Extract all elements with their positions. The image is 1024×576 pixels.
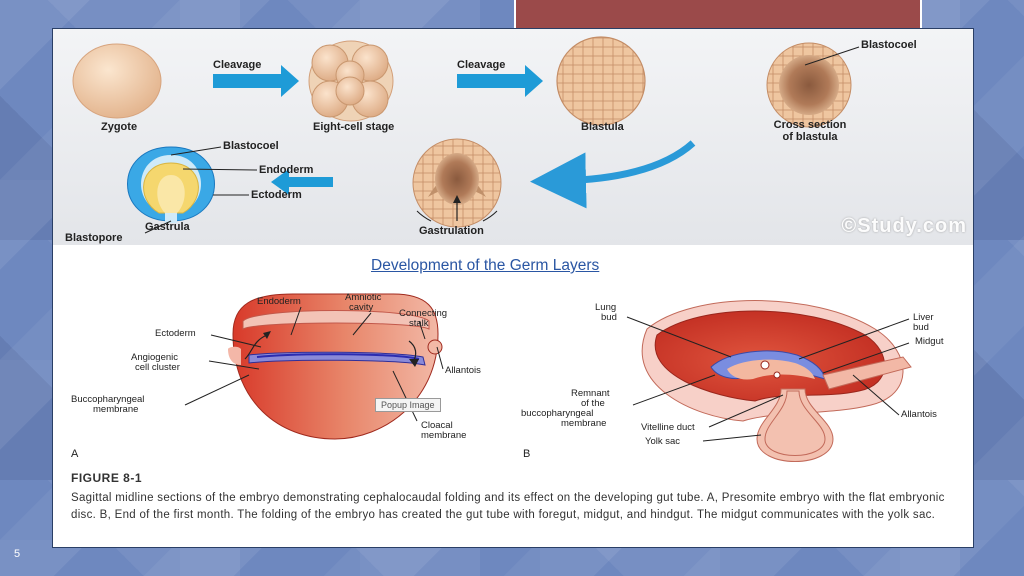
gastrula-label: Gastrula [145, 221, 190, 233]
embryo-b-diagram [641, 300, 912, 462]
remnant-label-1: Remnant [571, 388, 610, 399]
study-watermark: ©Study.com [841, 215, 967, 237]
remnant-label-2: of the [581, 398, 605, 409]
zygote-cell [72, 43, 162, 119]
embryo-folding-diagrams [184, 293, 912, 462]
embryo-b-leader-lines [626, 316, 910, 442]
blastocoel-label-top: Blastocoel [861, 39, 917, 51]
eight-cell-label: Eight-cell stage [313, 121, 395, 133]
gastrulation-embryo [412, 138, 502, 228]
remnant-label-3: buccopharyngeal [521, 408, 594, 419]
cleavage-label-2: Cleavage [457, 59, 506, 71]
embryo-a-leader-lines [184, 306, 444, 422]
slide-content: Zygote Cleavage Eight-cell stage Cleavag… [52, 28, 974, 548]
endoderm-label: Endoderm [259, 164, 314, 176]
eight-cell-embryo [308, 40, 394, 122]
connecting-stalk-label-2: stalk [409, 318, 429, 329]
blastopore-label: Blastopore [65, 232, 123, 244]
buccopharyngeal-label-1: Buccopharyngeal [71, 394, 145, 405]
buccopharyngeal-label-2: membrane [93, 404, 139, 415]
germ-layers-link[interactable]: Development of the Germ Layers [371, 257, 600, 274]
angiogenic-label-2: cell cluster [135, 362, 180, 373]
zygote-label: Zygote [101, 121, 138, 133]
diagram-a-letter: A [71, 448, 79, 460]
slide-number: 5 [14, 548, 21, 560]
popup-image-tooltip[interactable]: Popup Image [375, 398, 441, 412]
cleavage-diagram: Zygote Cleavage Eight-cell stage Cleavag… [53, 29, 973, 245]
cloacal-label-2: membrane [421, 430, 467, 441]
gastrula-embryo [127, 146, 215, 223]
cleavage-arrow-2 [457, 74, 527, 88]
lung-bud-label-1: Lung [595, 302, 617, 313]
vitelline-duct-label: Vitelline duct [641, 422, 695, 433]
blastula-label: Blastula [581, 121, 624, 133]
allantois-label-a: Allantois [445, 365, 481, 376]
allantois-label-b: Allantois [901, 409, 937, 420]
blastocoel-label-gastrula: Blastocoel [223, 140, 279, 152]
angiogenic-label-1: Angiogenic [131, 352, 179, 363]
cloacal-label-1: Cloacal [421, 420, 453, 431]
liver-bud-label-2: bud [913, 322, 929, 333]
ectoderm-label-a: Ectoderm [155, 328, 196, 339]
ectoderm-label: Ectoderm [251, 189, 302, 201]
cross-section-label-1: Cross section [773, 119, 847, 131]
amniotic-label-2: cavity [349, 302, 374, 313]
endoderm-label-a: Endoderm [257, 296, 301, 307]
figure-title: FIGURE 8-1 [71, 471, 143, 485]
connecting-stalk-label-1: Connecting [399, 308, 448, 319]
yolk-sac-label: Yolk sac [645, 436, 681, 447]
blastula-cell [556, 36, 646, 126]
gastrula-arrow [281, 177, 333, 187]
cleavage-diagram-art [72, 36, 860, 234]
cleavage-arrow-1 [213, 74, 283, 88]
lung-bud-label-2: bud [601, 312, 617, 323]
amniotic-label-1: Amniotic [345, 292, 382, 303]
cleavage-label-1: Cleavage [213, 59, 262, 71]
midgut-label: Midgut [915, 336, 944, 347]
gastrulation-curve-arrow [530, 140, 696, 209]
blastula-cross-section [766, 42, 860, 128]
remnant-label-4: membrane [561, 418, 607, 429]
gastrulation-label: Gastrulation [419, 225, 484, 237]
figure-caption: Sagittal midline sections of the embryo … [71, 492, 945, 521]
cross-section-label-2: of blastula [782, 131, 838, 143]
diagram-b-letter: B [523, 448, 531, 460]
liver-bud-label-1: Liver [913, 312, 934, 323]
